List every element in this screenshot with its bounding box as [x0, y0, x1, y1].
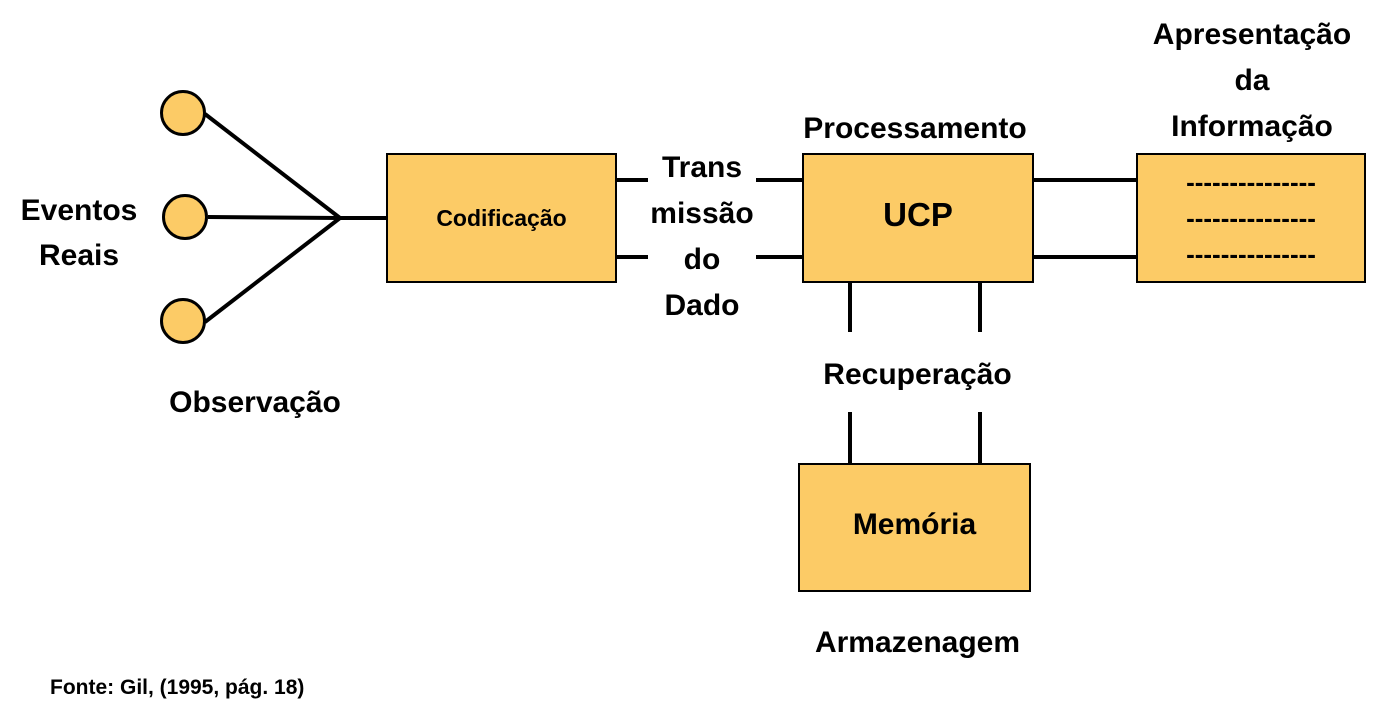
display-line-2: ---------------: [1186, 203, 1316, 233]
event-circle-top: [160, 90, 206, 136]
recuperacao-label: Recuperação: [823, 358, 1012, 391]
eventos-reais-label: Eventos Reais: [20, 194, 138, 272]
codificacao-box: Codificação: [386, 153, 617, 283]
observacao-label: Observação: [169, 386, 341, 419]
memoria-box: Memória: [798, 463, 1031, 592]
transmissao-line-4: Dado: [664, 288, 740, 322]
event-circle-middle: [162, 194, 208, 240]
fonte-caption: Fonte: Gil, (1995, pág. 18): [50, 676, 305, 699]
apresentacao-line-3: Informação: [1171, 109, 1333, 143]
transmissao-line-1: Trans: [661, 151, 743, 184]
event-circle-bottom: [160, 298, 206, 344]
transmissao-line-2: missão: [650, 196, 754, 230]
apresentacao-label: Apresentação da Informação: [1126, 12, 1378, 150]
display-line-1: ---------------: [1186, 167, 1316, 197]
ucp-label: UCP: [883, 196, 953, 233]
transmissao-line-3: do: [683, 242, 721, 276]
apresentacao-line-1: Apresentação: [1152, 18, 1352, 51]
memoria-label: Memória: [852, 507, 977, 541]
codificacao-label: Codificação: [436, 204, 567, 231]
apresentacao-line-2: da: [1234, 63, 1270, 97]
ucp-box: UCP: [802, 153, 1034, 283]
transmissao-label: Trans missão do Dado: [640, 145, 764, 329]
information-display-box: --------------- --------------- --------…: [1136, 153, 1366, 283]
display-line-3: ---------------: [1186, 239, 1316, 269]
armazenagem-label: Armazenagem: [814, 626, 1021, 659]
processamento-label: Processamento: [803, 112, 1027, 145]
